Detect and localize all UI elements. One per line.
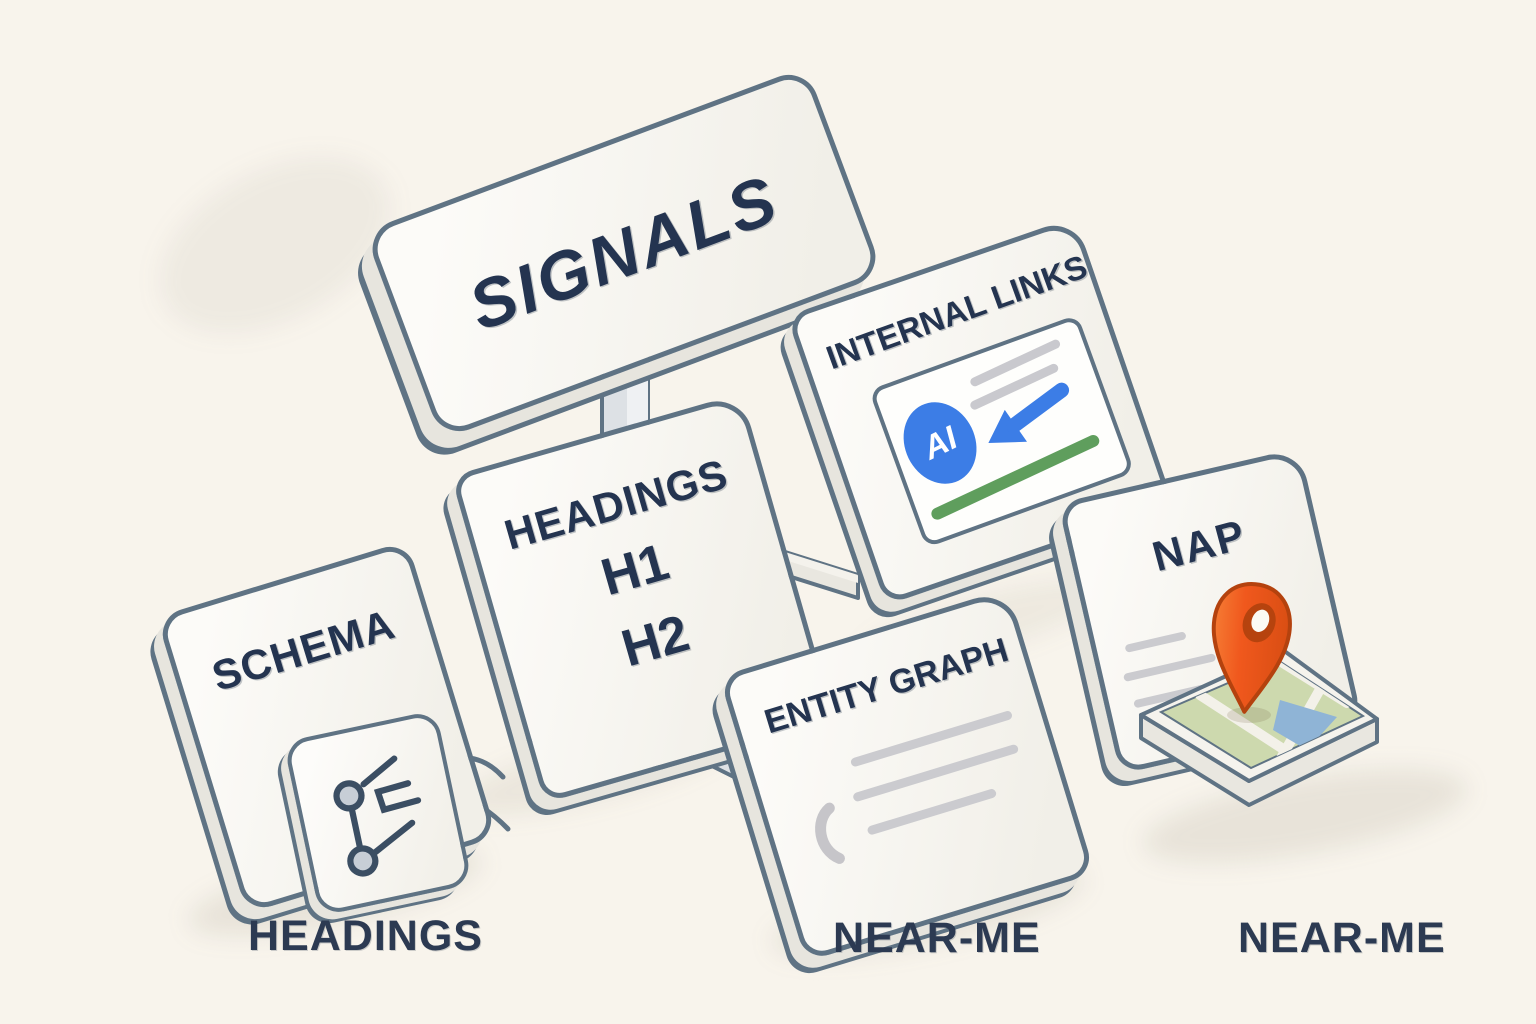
schema-title: SCHEMA xyxy=(206,600,401,700)
phone-icon xyxy=(815,802,845,864)
caption-headings: HEADINGS xyxy=(248,912,483,960)
link-arrow-icon xyxy=(988,382,1070,443)
nap-title: NAP xyxy=(1147,510,1252,581)
signals-label: SIGNALS xyxy=(459,160,789,346)
map-pin-icon xyxy=(1211,582,1292,714)
internal-links-panel: INTERNAL LINKS AI xyxy=(786,216,1175,606)
schema-badge xyxy=(283,709,473,917)
entity-graph-panel: ENTITY GRAPH xyxy=(719,588,1095,962)
schema-connector-icon xyxy=(333,755,422,877)
signals-sign: SIGNALS xyxy=(364,66,884,440)
ai-badge-label: AI xyxy=(916,418,963,467)
browser-card: AI xyxy=(868,314,1135,549)
caption-near-me-right: NEAR-ME xyxy=(1238,914,1446,962)
map-tile-icon xyxy=(1139,648,1379,807)
text-line-icon xyxy=(866,787,998,836)
caption-near-me-left: NEAR-ME xyxy=(833,914,1041,962)
